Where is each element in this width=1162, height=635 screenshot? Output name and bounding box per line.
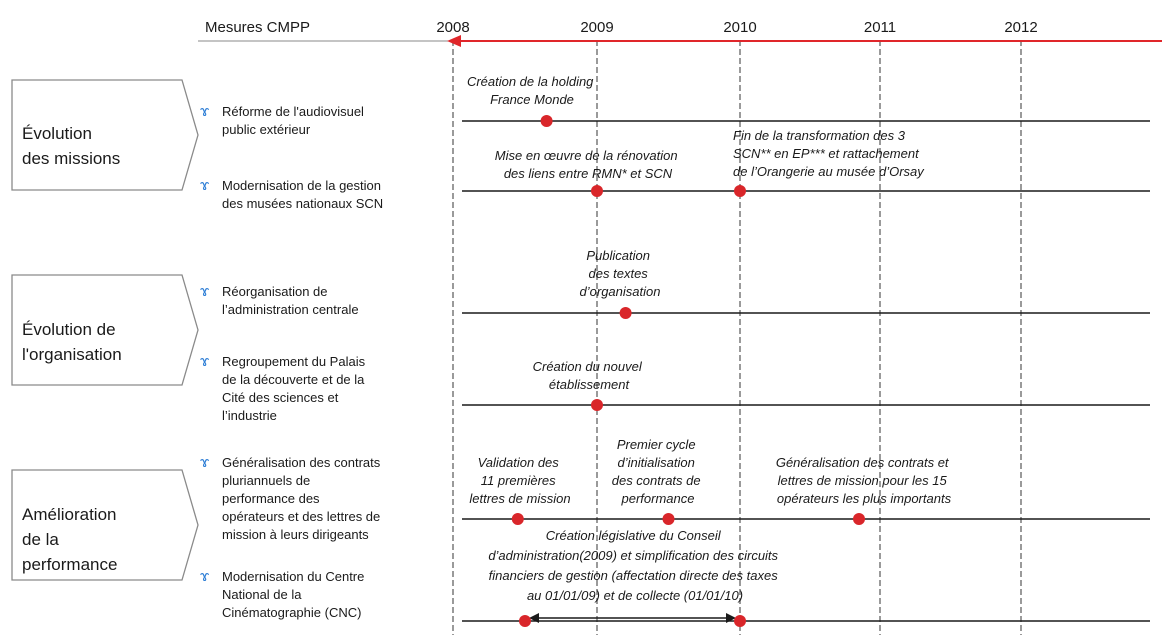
- event-markers: [511, 115, 865, 627]
- annotation-nouvel-etablissement: Création du nouvel établissement: [533, 359, 646, 392]
- category-organisation: Évolution de l'organisation: [11, 274, 199, 386]
- annotation-validation-lettres: Validation des 11 premières lettres de m…: [469, 455, 570, 506]
- annotation-generalisation-15-operateurs: Généralisation des contrats et lettres d…: [776, 455, 952, 506]
- event-marker-m5-6: [662, 513, 675, 525]
- bullet-icon: ɤ: [200, 353, 210, 370]
- measure-reforme-audiovisuel: ɤ Réforme de l'audiovisuel public extéri…: [200, 103, 368, 137]
- annotation-cnc-conseil: Création législative du Conseil d’admini…: [488, 528, 781, 603]
- header-title: Mesures CMPP: [205, 19, 310, 36]
- measure-label: Modernisation du Centre National de la C…: [222, 569, 368, 620]
- range-arrows: [529, 613, 736, 623]
- measure-label: Modernisation de la gestion des musées n…: [222, 178, 385, 211]
- annotation-renovation-rmn-scn: Mise en œuvre de la rénovation des liens…: [495, 148, 681, 181]
- measure-tracks: [462, 120, 1150, 622]
- event-marker-m6-9: [734, 615, 746, 627]
- category-missions: Évolution des missions: [11, 79, 199, 191]
- year-label-2009: 2009: [580, 19, 613, 36]
- bullet-icon: ɤ: [200, 103, 210, 120]
- event-marker-m1-0: [540, 115, 553, 127]
- event-marker-m4-4: [591, 399, 603, 411]
- annotation-transformation-scn: Fin de la transformation des 3 SCN** en …: [733, 128, 925, 179]
- measure-label: Généralisation des contrats pluriannuels…: [222, 455, 384, 542]
- event-marker-m5-7: [853, 513, 865, 525]
- annotation-publication-textes: Publication des textes d’organisation: [580, 248, 661, 299]
- category-chevron-performance: [11, 469, 199, 581]
- bullet-icon: ɤ: [200, 568, 210, 585]
- time-arrow-head: [447, 35, 461, 47]
- year-label-2008: 2008: [436, 19, 469, 36]
- category-label-missions: Évolution des missions: [22, 124, 120, 168]
- bullet-icon: ɤ: [200, 177, 210, 194]
- measure-label: Regroupement du Palais de la découverte …: [222, 354, 369, 423]
- annotation-premier-cycle: Premier cycle d’initialisation des contr…: [612, 437, 705, 506]
- year-gridlines: [452, 40, 1022, 635]
- event-marker-m3-3: [619, 307, 632, 319]
- event-marker-m2-1: [591, 185, 603, 197]
- year-label-2011: 2011: [864, 19, 896, 36]
- year-label-2010: 2010: [723, 19, 756, 36]
- category-performance: Amélioration de la performance: [11, 469, 199, 581]
- measure-contrats-performance: ɤ Généralisation des contrats pluriannue…: [200, 454, 384, 542]
- measure-administration-centrale: ɤ Réorganisation de l’administration cen…: [200, 283, 359, 317]
- range-arrow-head-left: [529, 613, 539, 623]
- range-arrow-head-right: [726, 613, 736, 623]
- measure-musees-nationaux: ɤ Modernisation de la gestion des musées…: [200, 177, 385, 211]
- measure-cnc: ɤ Modernisation du Centre National de la…: [200, 568, 368, 620]
- category-chevron-organisation: [11, 274, 199, 386]
- event-marker-m6-8: [519, 615, 531, 627]
- category-label-organisation: Évolution de l'organisation: [22, 320, 122, 364]
- bullet-icon: ɤ: [200, 454, 210, 471]
- annotation-holding-france-monde: Création de la holding France Monde: [467, 74, 597, 107]
- event-marker-m2-2: [734, 185, 746, 197]
- event-marker-m5-5: [511, 513, 524, 525]
- measure-palais-decouverte: ɤ Regroupement du Palais de la découvert…: [200, 353, 369, 423]
- category-label-performance: Amélioration de la performance: [22, 505, 121, 574]
- bullet-icon: ɤ: [200, 283, 210, 300]
- category-chevron-missions: [11, 79, 199, 191]
- year-label-2012: 2012: [1004, 19, 1037, 36]
- measure-label: Réforme de l'audiovisuel public extérieu…: [222, 104, 368, 137]
- measure-label: Réorganisation de l’administration centr…: [222, 284, 359, 317]
